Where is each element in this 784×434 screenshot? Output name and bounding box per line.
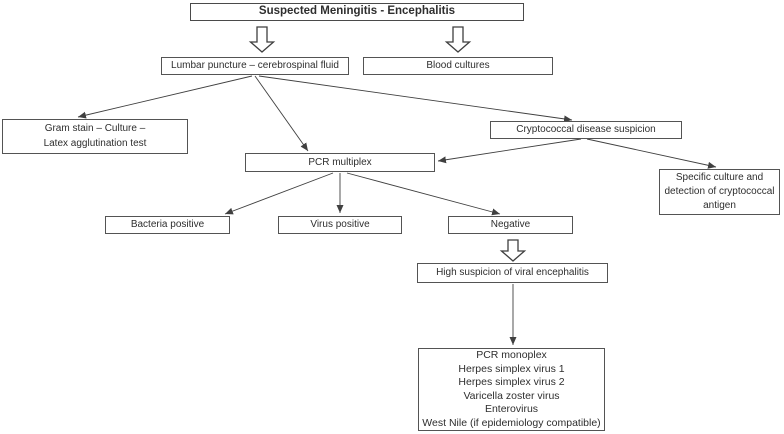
node-gram-stain-culture-latex: Gram stain – Culture – Latex agglutinati… (2, 119, 188, 154)
node-bacteria-positive: Bacteria positive (105, 216, 230, 234)
node-label: Negative (490, 219, 531, 231)
node-cryptococcal-disease-suspicion: Cryptococcal disease suspicion (490, 121, 682, 139)
arrow-pcr-to-bacteria (224, 172, 334, 215)
node-label-line: Enterovirus (484, 403, 539, 415)
block-arrow-title-to-lumbar (248, 26, 276, 53)
block-arrow-negative-to-high (499, 239, 527, 262)
arrow-crypto-to-specific (586, 138, 717, 169)
node-label: Cryptococcal disease suspicion (516, 124, 656, 136)
node-pcr-monoplex-list: PCR monoplex Herpes simplex virus 1 Herp… (418, 348, 605, 431)
arrow-crypto-to-pcr (437, 138, 582, 164)
node-label-line: Herpes simplex virus 2 (458, 376, 565, 388)
arrow-lumbar-to-pcr (254, 75, 309, 152)
node-label-line: antigen (703, 200, 736, 211)
node-label: High suspicion of viral encephalitis (436, 267, 589, 279)
node-blood-cultures: Blood cultures (363, 57, 553, 75)
arrow-lumbar-to-crypto (258, 75, 573, 123)
node-specific-culture-cryptococcal-antigen: Specific culture and detection of crypto… (659, 169, 780, 215)
node-pcr-multiplex: PCR multiplex (245, 153, 435, 172)
node-label-line: detection of cryptococcal (664, 186, 775, 197)
node-virus-positive: Virus positive (278, 216, 402, 234)
node-label: PCR multiplex (308, 156, 372, 168)
node-label: Suspected Meningitis - Encephalitis (258, 5, 456, 18)
node-negative: Negative (448, 216, 573, 234)
node-high-suspicion-viral-encephalitis: High suspicion of viral encephalitis (417, 263, 608, 283)
arrow-pcr-to-negative (346, 172, 501, 216)
node-label: Virus positive (310, 219, 370, 231)
node-label-line: Herpes simplex virus 1 (458, 362, 565, 375)
node-label: Blood cultures (426, 60, 490, 72)
node-label-line: Latex agglutination test (43, 137, 147, 149)
node-label-line: Gram stain – Culture – (44, 123, 146, 134)
node-label-line: Specific culture and (675, 172, 764, 183)
arrow-lumbar-to-gram (77, 75, 253, 119)
node-label-line: Varicella zoster virus (463, 389, 560, 402)
block-arrow-title-to-blood (444, 26, 472, 53)
node-label-line: West Nile (if epidemiology compatible) (422, 416, 601, 429)
node-suspected-meningitis-encephalitis: Suspected Meningitis - Encephalitis (190, 3, 524, 21)
node-label-line: PCR monoplex (476, 349, 547, 361)
node-label: Bacteria positive (130, 219, 205, 231)
node-label: Lumbar puncture – cerebrospinal fluid (171, 60, 339, 72)
node-lumbar-puncture: Lumbar puncture – cerebrospinal fluid (161, 57, 349, 75)
